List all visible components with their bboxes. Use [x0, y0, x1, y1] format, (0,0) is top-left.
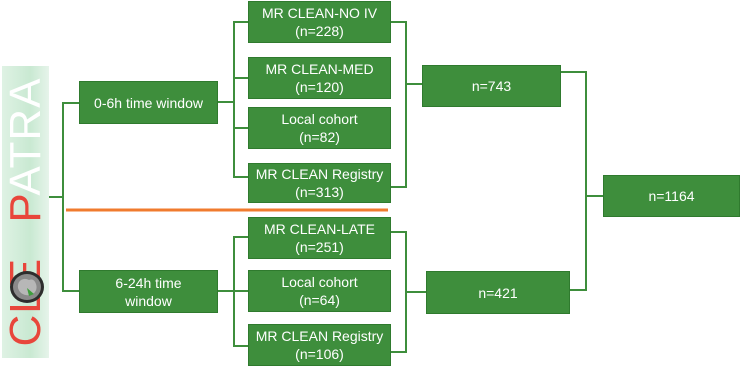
- late-window-label-line2: window: [125, 292, 172, 309]
- connector-window-bracket: [62, 102, 79, 292]
- cohort-late-0: MR CLEAN-LATE (n=251): [248, 217, 391, 259]
- overall-total-box: n=1164: [603, 175, 740, 217]
- logo-text: CLEOPATRA: [2, 77, 49, 346]
- cleopatra-logo: CLEOPATRA: [2, 66, 49, 358]
- cohort-name: MR CLEAN Registry: [255, 328, 384, 344]
- cohort-name: MR CLEAN Registry: [255, 166, 384, 182]
- cohort-early-3: MR CLEAN Registry (n=313): [248, 163, 391, 203]
- cohort-name: Local cohort: [281, 111, 358, 127]
- connector-early-total-bracket: [391, 21, 407, 188]
- early-total-label: n=743: [471, 78, 512, 94]
- early-window-box: 0-6h time window: [79, 81, 218, 124]
- cohort-count: (n=228): [295, 23, 344, 39]
- late-total-label: n=421: [478, 284, 518, 301]
- brain-scan-icon: [10, 271, 44, 303]
- cohort-early-0: MR CLEAN-NO IV (n=228): [248, 1, 391, 43]
- cohort-late-2: MR CLEAN Registry (n=106): [248, 324, 391, 366]
- connector-late-total-bracket: [391, 231, 407, 353]
- cohort-count: (n=106): [295, 346, 344, 362]
- cohort-count: (n=313): [295, 184, 344, 200]
- cohort-count: (n=120): [295, 79, 344, 95]
- early-total-box: n=743: [422, 65, 561, 107]
- overall-total-label: n=1164: [648, 188, 695, 204]
- late-total-box: n=421: [426, 271, 570, 314]
- cohort-name: MR CLEAN-MED: [265, 61, 374, 77]
- cohort-count: (n=64): [299, 292, 340, 308]
- logo-text-white: ATRA: [2, 77, 49, 196]
- cohort-count: (n=251): [295, 239, 344, 255]
- cohort-name: MR CLEAN-NO IV: [261, 5, 378, 21]
- late-window-label-line1: 6-24h time: [115, 274, 182, 291]
- connector-early-bracket: [233, 21, 248, 178]
- cohort-name: MR CLEAN-LATE: [264, 221, 375, 237]
- cohort-early-1: MR CLEAN-MED (n=120): [248, 57, 391, 99]
- cohort-early-2: Local cohort (n=82): [248, 107, 391, 149]
- early-window-label: 0-6h time window: [94, 94, 203, 111]
- late-window-box: 6-24h time window: [79, 270, 218, 313]
- cohort-count: (n=82): [299, 129, 340, 145]
- cohort-name: Local cohort: [281, 274, 358, 290]
- logo-text-red-b: P: [2, 195, 49, 223]
- cohort-late-1: Local cohort (n=64): [248, 270, 391, 312]
- connector-overall-bracket: [561, 71, 587, 291]
